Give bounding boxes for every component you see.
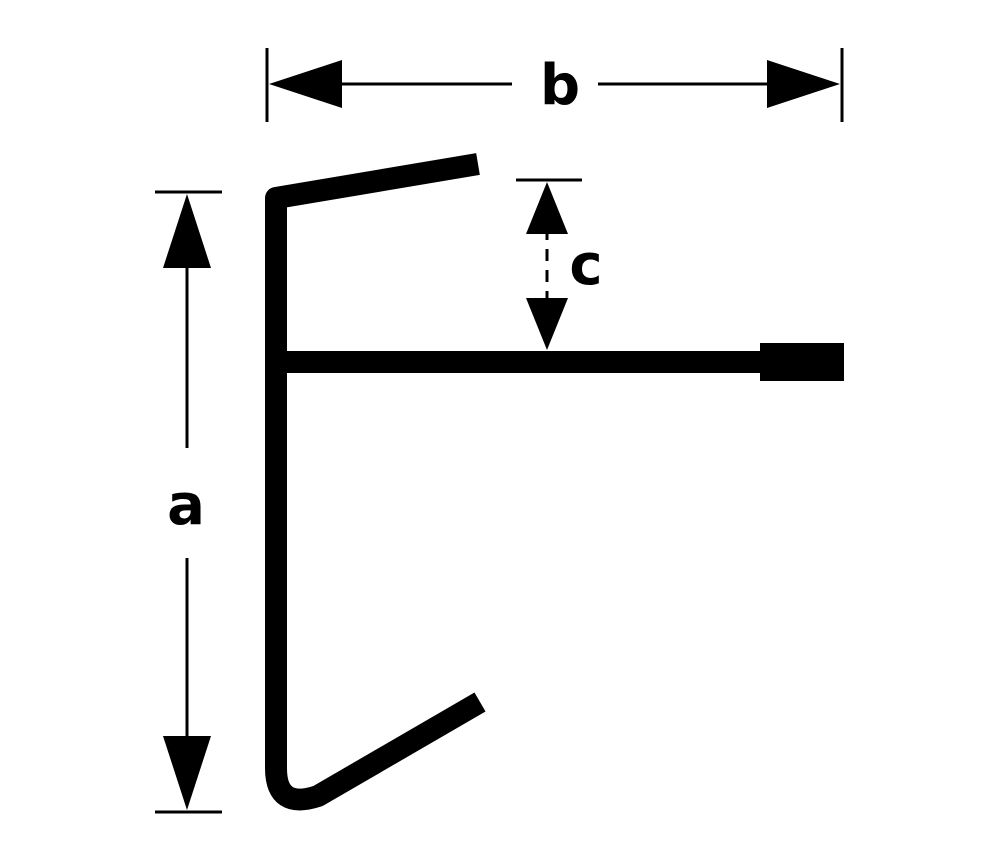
dimension-c-label: c bbox=[569, 233, 603, 298]
dimension-c-arrow-bottom bbox=[526, 298, 568, 350]
dimension-b-label: b bbox=[539, 53, 581, 118]
dimension-c-arrow-top bbox=[526, 182, 568, 234]
dimension-b-arrow-right bbox=[767, 60, 840, 108]
dimension-a-arrow-bottom bbox=[163, 736, 211, 810]
dimension-a-arrow-top bbox=[163, 194, 211, 268]
profile-arm-end-cap bbox=[760, 343, 844, 381]
dimension-b-arrow-left bbox=[269, 60, 342, 108]
dimension-c bbox=[516, 178, 582, 350]
dimension-a bbox=[155, 190, 222, 814]
profile-outline bbox=[265, 153, 486, 811]
dimension-a-label: a bbox=[167, 473, 205, 538]
dimension-b bbox=[265, 48, 844, 122]
profile-shape bbox=[265, 153, 768, 811]
